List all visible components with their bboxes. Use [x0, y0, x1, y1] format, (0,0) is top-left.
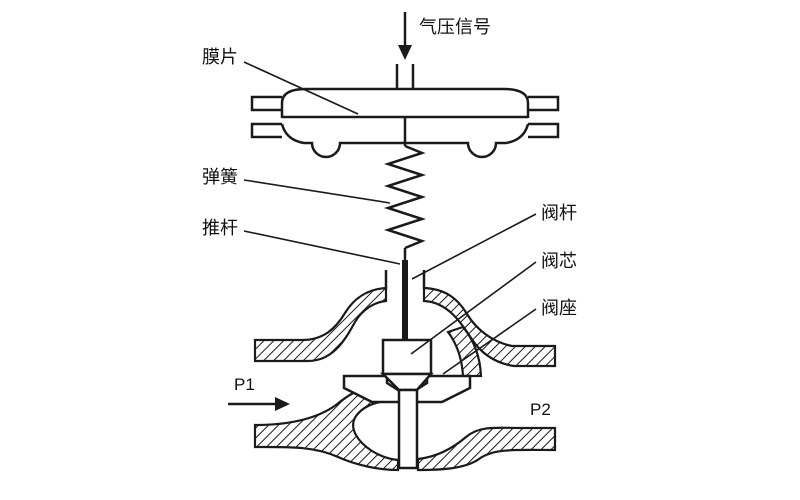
label-diaphragm: 膜片	[202, 47, 238, 67]
body-wall-right-separator	[446, 325, 483, 378]
valve-plug-shape	[379, 338, 434, 392]
label-push-rod: 推杆	[202, 218, 238, 238]
arrowhead-right-icon	[275, 397, 290, 411]
leader-valve-seat	[442, 308, 537, 375]
actuator-flanges	[250, 95, 560, 139]
actuator-top-shell	[280, 87, 530, 118]
body-wall-right-upper	[422, 286, 557, 368]
body-wall-left-lower	[253, 387, 400, 472]
body-wall-left-upper	[253, 286, 388, 363]
inlet-flow-arrow	[228, 397, 290, 411]
label-valve-stem: 阀杆	[541, 203, 577, 223]
label-inlet-p1: P1	[234, 375, 255, 394]
valve-body	[253, 286, 557, 472]
arrowhead-down-icon	[398, 45, 412, 60]
plug-bottom-stem	[397, 388, 419, 470]
label-air-signal: 气压信号	[419, 17, 491, 37]
leader-push-rod	[243, 230, 401, 265]
leader-diaphragm	[243, 61, 359, 115]
label-outlet-p2: P2	[530, 400, 551, 419]
leader-spring	[243, 179, 391, 204]
label-valve-seat: 阀座	[541, 298, 577, 318]
leader-valve-stem	[411, 213, 537, 280]
label-spring: 弹簧	[202, 167, 238, 187]
air-signal-arrow	[395, 12, 415, 89]
body-wall-right-lower	[416, 426, 557, 472]
leader-valve-plug	[410, 261, 537, 355]
label-valve-plug: 阀芯	[541, 251, 577, 271]
spring-shape	[383, 144, 427, 250]
